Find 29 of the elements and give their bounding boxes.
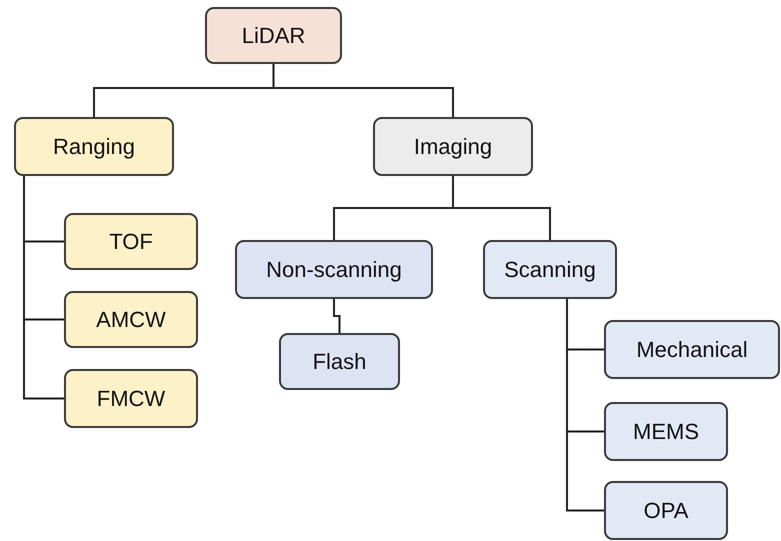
node-label: Imaging (414, 134, 492, 160)
node-label: LiDAR (242, 22, 306, 48)
category-box (604, 320, 780, 379)
node-label: OPA (644, 498, 688, 524)
node-label: Ranging (53, 134, 135, 160)
category-box (14, 117, 174, 176)
category-box (373, 117, 533, 176)
connector-line (272, 64, 454, 117)
node-label: TOF (109, 228, 153, 254)
connector-line (23, 176, 64, 400)
category-box (235, 240, 433, 299)
node-label: Non-scanning (266, 256, 402, 282)
node-label: Scanning (504, 256, 596, 282)
connector-line (566, 299, 604, 512)
category-box (205, 7, 342, 64)
connector-line (452, 176, 551, 240)
node-label: MEMS (633, 418, 699, 444)
category-box (604, 402, 728, 461)
category-box (483, 240, 617, 299)
category-box (279, 333, 400, 390)
node-label: FMCW (96, 386, 166, 412)
node-label: Mechanical (636, 336, 748, 362)
category-box (604, 481, 728, 540)
category-box (64, 369, 198, 428)
category-box (64, 213, 198, 270)
node-label: Flash (312, 348, 366, 374)
node-label: AMCW (96, 306, 166, 332)
connector-line (333, 299, 340, 333)
category-box (64, 291, 198, 348)
